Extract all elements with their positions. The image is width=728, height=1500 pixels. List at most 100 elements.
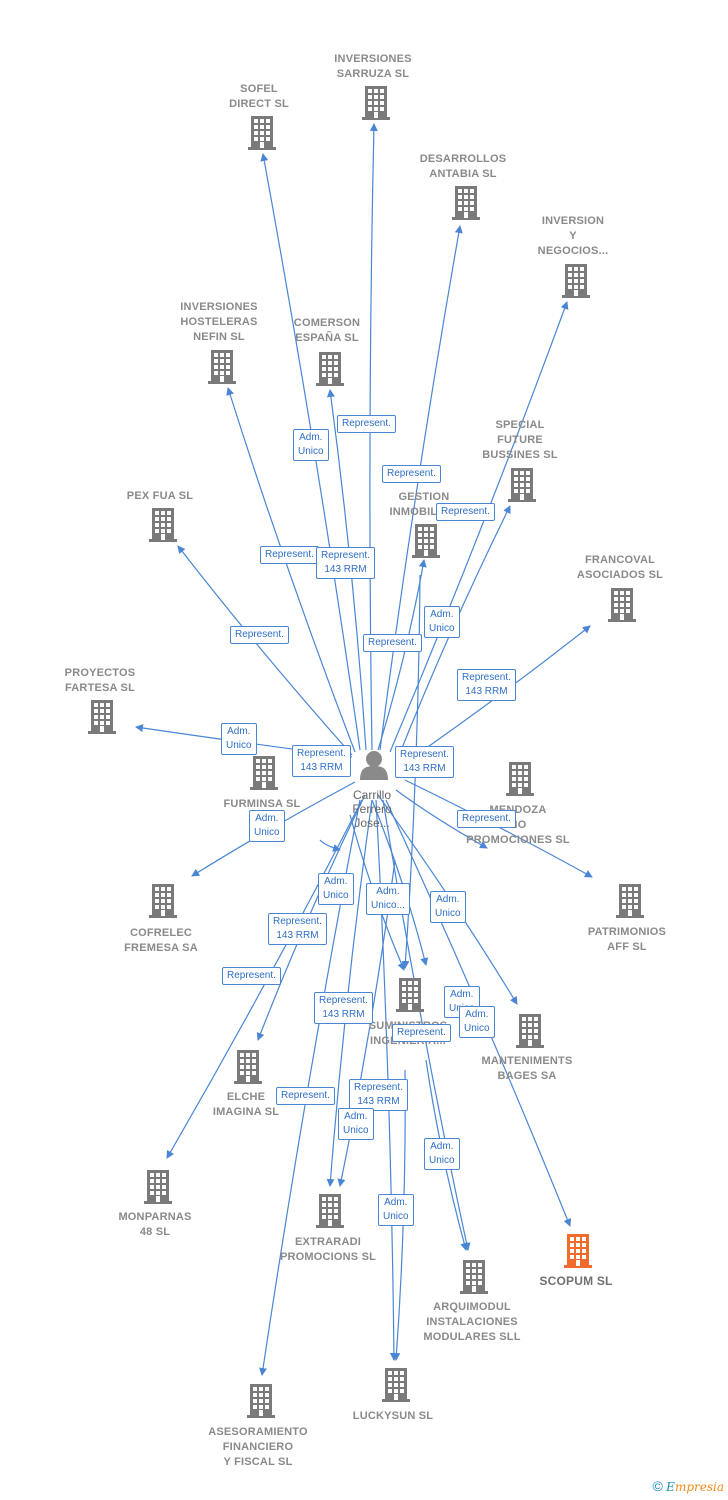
building-icon[interactable] (460, 1260, 488, 1294)
edge-role-text: Represent. (368, 637, 417, 648)
edge-role-label: Adm.Unico (221, 723, 257, 755)
building-icon[interactable] (616, 884, 644, 918)
relation-edge (395, 789, 488, 849)
building-icon[interactable] (412, 524, 440, 558)
company-label-pex-fua[interactable]: PEX FUA SL (85, 489, 235, 504)
edge-role-label: Represent. (260, 546, 319, 564)
edge-role-text: Adm. (450, 989, 474, 1000)
edge-role-label: Represent.143 RRM (268, 913, 327, 945)
edge-role-label: Adm.Unico (378, 1194, 414, 1226)
company-label-line: LUCKYSUN SL (352, 1410, 434, 1422)
company-label-line: DESARROLLOS (419, 153, 507, 165)
company-label-francoval[interactable]: FRANCOVAL ASOCIADOS SL (545, 553, 695, 583)
company-label-furminsa[interactable]: FURMINSA SL (187, 797, 337, 812)
company-label-line: SOFEL (240, 83, 278, 95)
building-icon[interactable] (247, 1384, 275, 1418)
relation-edge (226, 387, 356, 753)
footer-brand[interactable]: © Empresia (653, 1478, 725, 1494)
center-person-name[interactable]: Carrillo Ferrero Jose... (352, 788, 392, 830)
building-icon[interactable] (564, 1234, 592, 1268)
building-icon[interactable] (608, 588, 636, 622)
company-label-scopum[interactable]: SCOPUM SL (501, 1274, 651, 1289)
relation-edge (177, 545, 353, 756)
building-icon[interactable] (316, 1194, 344, 1228)
edge-role-text: 143 RRM (322, 1009, 365, 1020)
company-label-line: MANTENIMENTS (481, 1055, 573, 1067)
edge-role-text: Represent. (397, 1027, 446, 1038)
building-icon[interactable] (234, 1050, 262, 1084)
building-icon[interactable] (562, 264, 590, 298)
edge-role-label: Represent.143 RRM (395, 746, 454, 778)
company-label-line: ESPAÑA SL (295, 332, 359, 344)
company-label-line: NEFIN SL (193, 331, 245, 343)
edge-role-label: Represent.143 RRM (316, 547, 375, 579)
building-icon[interactable] (396, 978, 424, 1012)
company-label-line: FURMINSA SL (223, 798, 301, 810)
copyright-icon: © (652, 1478, 663, 1494)
company-label-line: ASOCIADOS SL (576, 569, 664, 581)
company-label-sofel-direct[interactable]: SOFEL DIRECT SL (184, 82, 334, 112)
edge-role-text: Adm. (255, 813, 279, 824)
edge-role-label: Represent. (230, 626, 289, 644)
company-label-line: PATRIMONIOS (587, 926, 667, 938)
edge-role-text: Unico (254, 827, 280, 838)
company-label-line: Y (569, 230, 577, 242)
edge-role-text: Represent. (235, 629, 284, 640)
company-label-line: BUSSINES SL (482, 449, 558, 461)
company-label-line: PROYECTOS (64, 667, 136, 679)
edge-role-text: Represent. (321, 550, 370, 561)
company-label-line: INVERSIONES (180, 301, 258, 313)
edge-role-label: Represent. (457, 810, 516, 828)
company-label-line: PROMOCIONES SL (466, 834, 570, 846)
building-icon[interactable] (452, 186, 480, 220)
building-icon[interactable] (149, 508, 177, 542)
building-icon[interactable] (250, 756, 278, 790)
company-label-line: SARRUZA SL (336, 68, 410, 80)
building-icon[interactable] (508, 468, 536, 502)
building-icon[interactable] (382, 1368, 410, 1402)
company-label-line: DIRECT SL (229, 98, 289, 110)
company-label-line: FRANCOVAL (584, 554, 656, 566)
building-icon[interactable] (208, 350, 236, 384)
company-label-line: INVERSION (541, 215, 605, 227)
edge-role-label: Adm.Unico (318, 873, 354, 905)
edge-role-text: Represent. (319, 995, 368, 1006)
company-label-inversiones-sarruza[interactable]: INVERSIONES SARRUZA SL (298, 52, 448, 82)
edge-role-text: 143 RRM (403, 763, 446, 774)
company-label-line: INVERSIONES (334, 53, 412, 65)
building-icon[interactable] (362, 86, 390, 120)
company-label-line: MODULARES SLL (423, 1331, 521, 1343)
edge-role-text: Adm. (430, 1141, 454, 1152)
building-icon[interactable] (248, 116, 276, 150)
edge-role-label: Represent. (382, 465, 441, 483)
company-label-luckysun[interactable]: LUCKYSUN SL (318, 1409, 468, 1424)
building-icon[interactable] (506, 762, 534, 796)
relation-edge (379, 225, 463, 751)
building-icon[interactable] (316, 352, 344, 386)
edge-role-text: Adm. (324, 876, 348, 887)
company-label-line: MONPARNAS (118, 1211, 192, 1223)
building-icon[interactable] (88, 700, 116, 734)
building-icon[interactable] (144, 1170, 172, 1204)
edge-role-text: Represent. (354, 1082, 403, 1093)
edge-role-text: Represent. (462, 813, 511, 824)
building-icon[interactable] (149, 884, 177, 918)
building-icon[interactable] (516, 1014, 544, 1048)
edge-role-label: Represent. (363, 634, 422, 652)
company-label-line: PEX FUA SL (126, 490, 194, 502)
company-label-line: PROMOCIONS SL (279, 1251, 377, 1263)
